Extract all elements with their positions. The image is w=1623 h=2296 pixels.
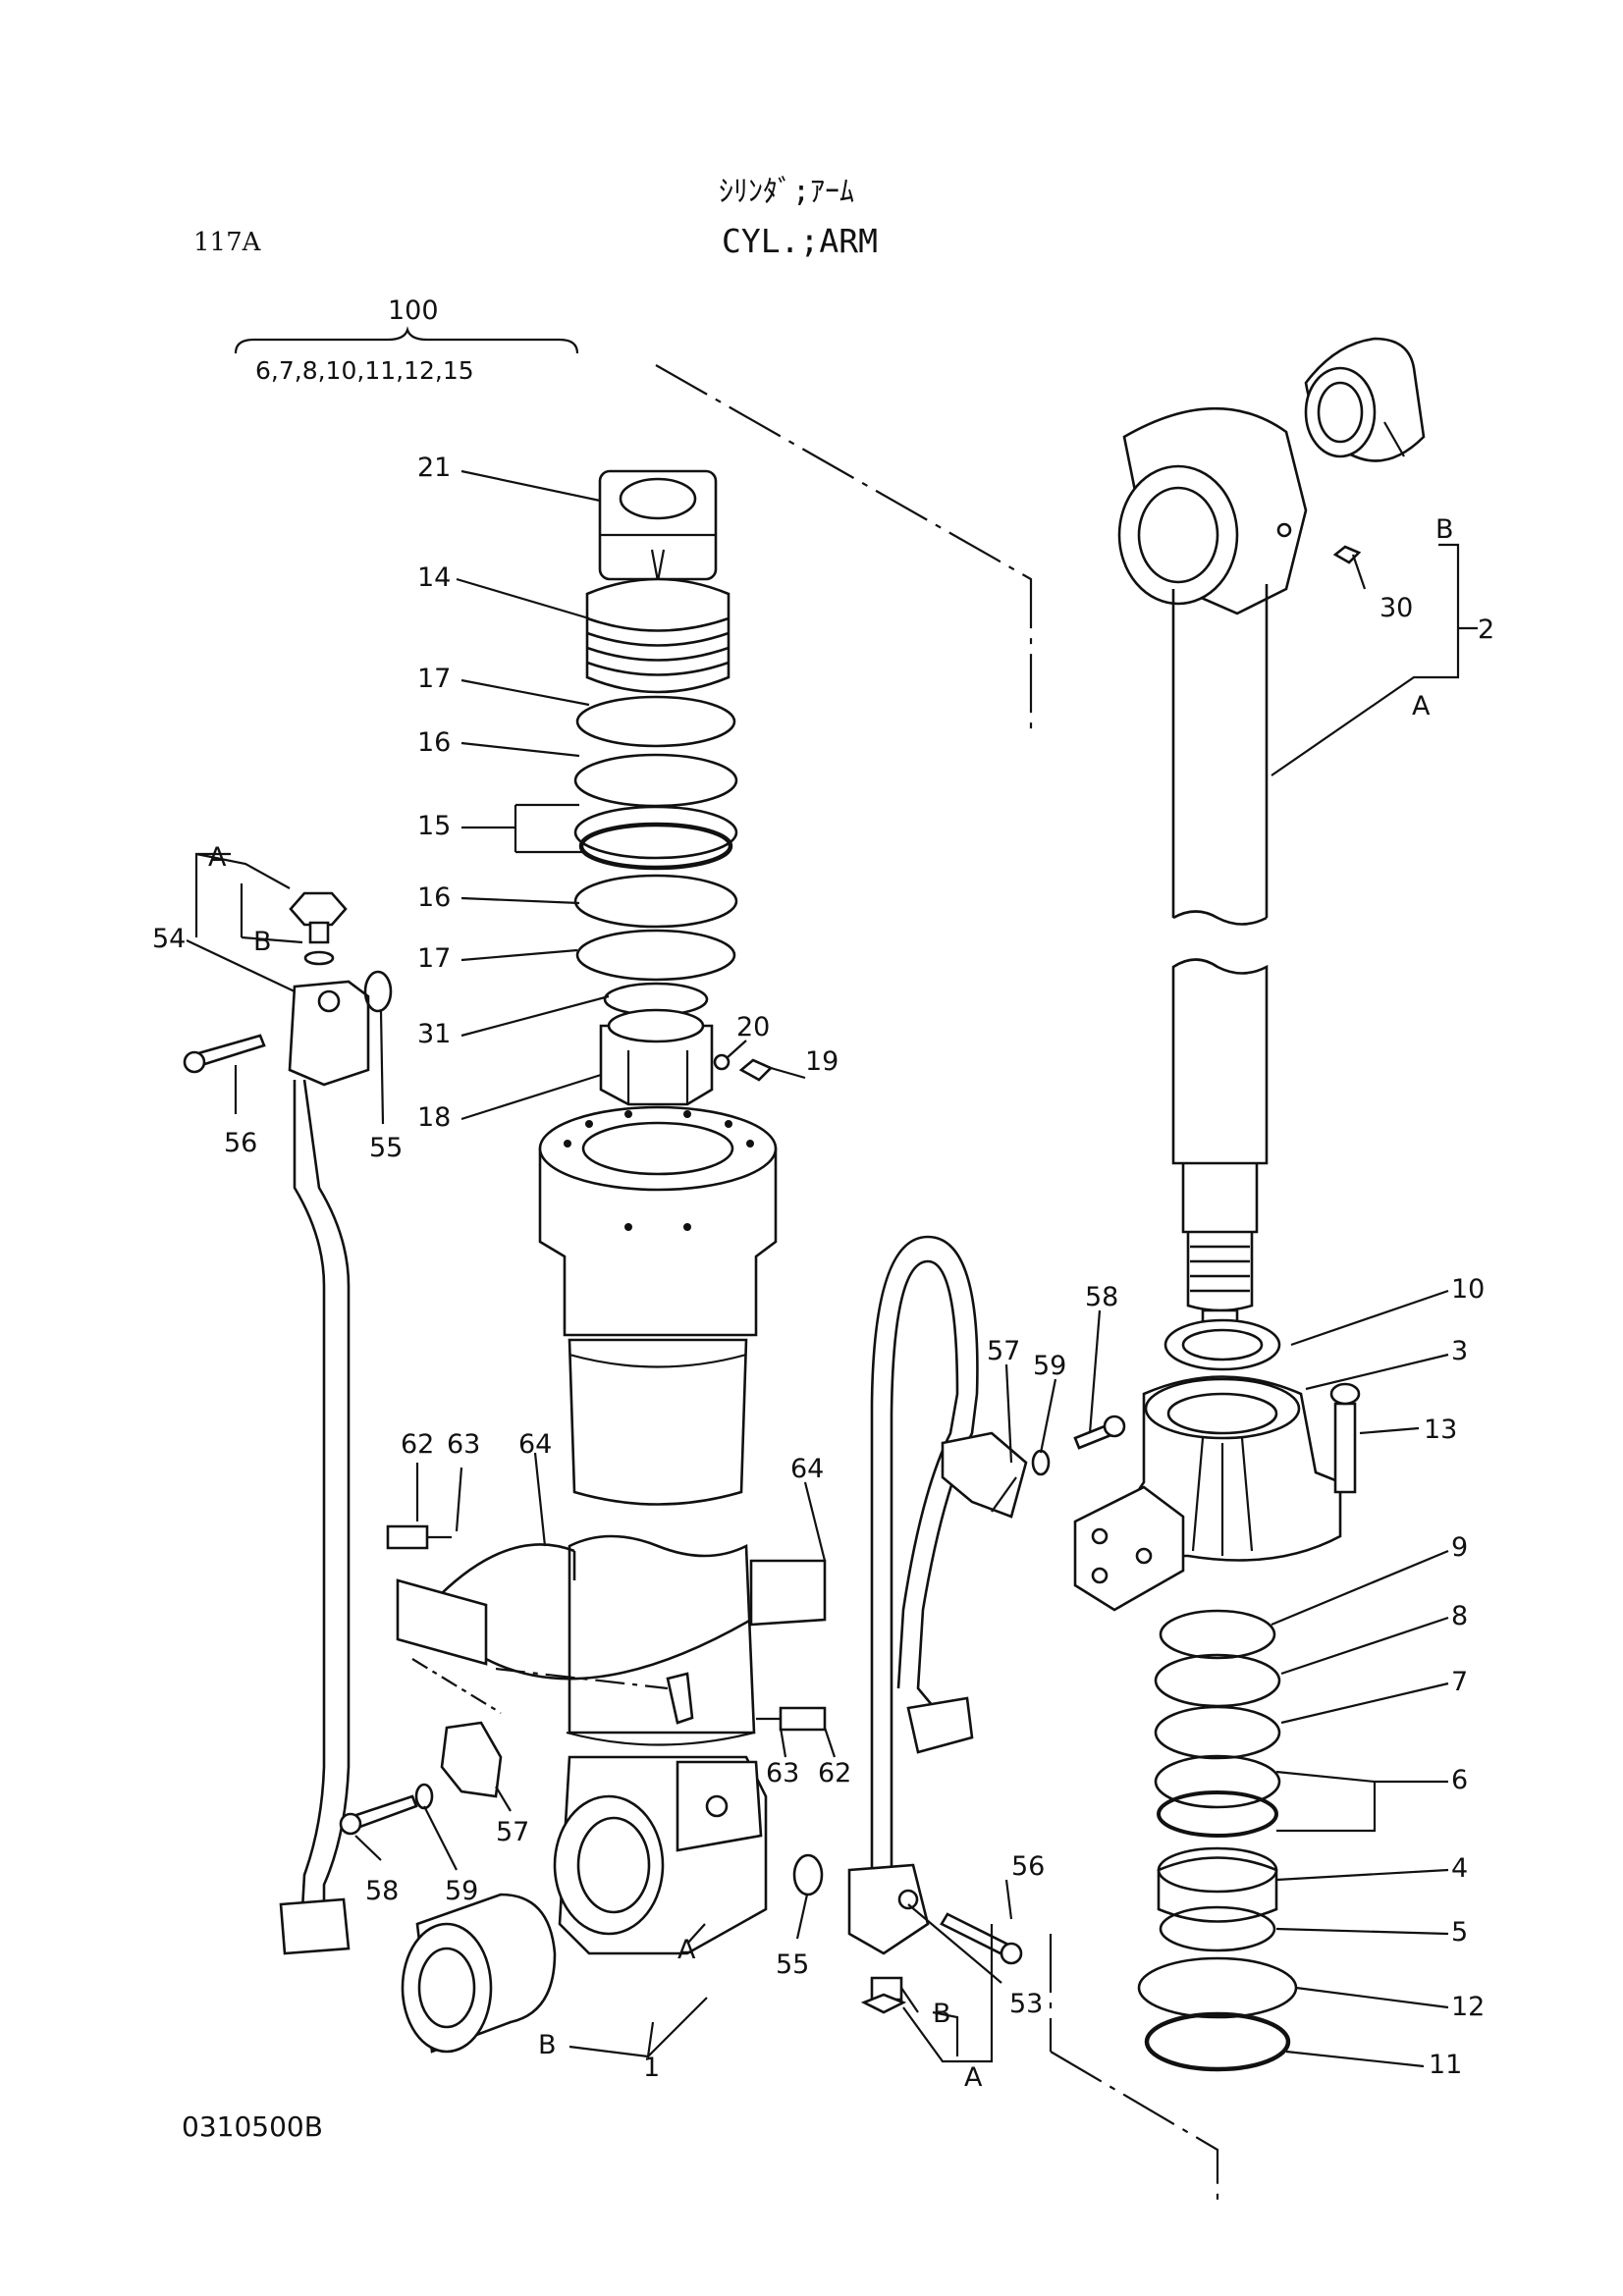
callout-b-left: B xyxy=(253,927,272,957)
leader-lines xyxy=(186,421,1478,2068)
part-1-cylinder-tube xyxy=(538,1105,778,1955)
callout-54: 54 xyxy=(152,924,186,954)
callout-57-left: 57 xyxy=(496,1817,529,1847)
part-57-clamps xyxy=(339,1415,1126,1836)
title-japanese: ｼﾘﾝﾀﾞ;ｱｰﾑ xyxy=(719,175,855,209)
part-53-right-pipe xyxy=(792,1235,1023,2014)
callout-18: 18 xyxy=(417,1102,451,1133)
kit-contents: 6,7,8,10,11,12,15 xyxy=(255,356,474,385)
callout-7: 7 xyxy=(1451,1667,1468,1697)
callout-64-right: 64 xyxy=(790,1454,824,1484)
callout-8: 8 xyxy=(1451,1601,1468,1631)
callout-4: 4 xyxy=(1451,1853,1468,1884)
callout-53: 53 xyxy=(1009,1989,1043,2019)
kit-number: 100 xyxy=(388,295,439,326)
callout-2: 2 xyxy=(1478,614,1494,645)
callout-63-bot: 63 xyxy=(766,1758,799,1789)
callout-17a: 17 xyxy=(417,664,451,694)
assembly-chain-line xyxy=(655,364,1033,731)
part-14-piston xyxy=(585,577,730,694)
callout-62-bot: 62 xyxy=(818,1758,851,1789)
callout-55-mid: 55 xyxy=(776,1949,809,1980)
piston-rings-stack xyxy=(573,695,738,982)
callout-13: 13 xyxy=(1424,1415,1457,1445)
part-bushing-lower xyxy=(401,1893,557,2054)
callout-56-right: 56 xyxy=(1011,1851,1045,1882)
callout-17b: 17 xyxy=(417,943,451,974)
part-3-cylinder-head xyxy=(1073,1318,1361,1612)
part-18-gland-nut xyxy=(599,982,774,1106)
callout-a-top: A xyxy=(1412,691,1431,721)
callout-labels: 21 14 17 16 15 16 17 31 18 20 19 54 A B … xyxy=(152,453,1494,2093)
callout-63-top: 63 xyxy=(447,1429,480,1460)
callout-19: 19 xyxy=(805,1046,839,1077)
callout-9: 9 xyxy=(1451,1532,1468,1563)
callout-30: 30 xyxy=(1380,593,1413,623)
callout-a-mid: A xyxy=(677,1935,696,1965)
callout-b-top: B xyxy=(1435,514,1454,545)
callout-a-bot: A xyxy=(964,2062,983,2093)
callout-b-mid: B xyxy=(538,2030,557,2060)
callout-64-left: 64 xyxy=(518,1429,552,1460)
callout-11: 11 xyxy=(1429,2050,1462,2080)
part-54-left-pipe xyxy=(183,891,393,1955)
callout-59-right: 59 xyxy=(1033,1351,1066,1381)
drawing-number: 0310500B xyxy=(182,2110,323,2143)
callout-10: 10 xyxy=(1451,1274,1485,1305)
callout-a-left: A xyxy=(208,842,227,873)
callout-16a: 16 xyxy=(417,727,451,758)
callout-b-bot: B xyxy=(933,1999,951,2029)
callout-5: 5 xyxy=(1451,1917,1468,1948)
callout-6: 6 xyxy=(1451,1765,1468,1795)
callout-1: 1 xyxy=(643,2053,660,2083)
seal-stack xyxy=(1049,1609,1298,2209)
page-code: 117A xyxy=(193,228,261,257)
callout-15: 15 xyxy=(417,811,451,841)
kit-bracket: 100 6,7,8,10,11,12,15 xyxy=(234,295,579,385)
callout-16b: 16 xyxy=(417,882,451,913)
part-2-piston-rod xyxy=(1117,337,1426,1352)
callout-3: 3 xyxy=(1451,1336,1468,1366)
callout-62-top: 62 xyxy=(401,1429,434,1460)
title-english: CYL.;ARM xyxy=(722,222,878,260)
callout-14: 14 xyxy=(417,562,451,593)
part-64-band-clamp xyxy=(386,1524,827,1732)
callout-59-left: 59 xyxy=(445,1876,478,1906)
callout-31: 31 xyxy=(417,1019,451,1049)
part-21-nut xyxy=(598,469,718,582)
callout-21: 21 xyxy=(417,453,451,483)
callout-58-right: 58 xyxy=(1085,1282,1118,1312)
callout-55-left: 55 xyxy=(369,1133,403,1163)
callout-58-left: 58 xyxy=(365,1876,399,1906)
callout-20: 20 xyxy=(736,1012,770,1042)
callout-56-left: 56 xyxy=(224,1128,257,1158)
callout-57-right: 57 xyxy=(987,1336,1020,1366)
callout-12: 12 xyxy=(1451,1992,1485,2022)
